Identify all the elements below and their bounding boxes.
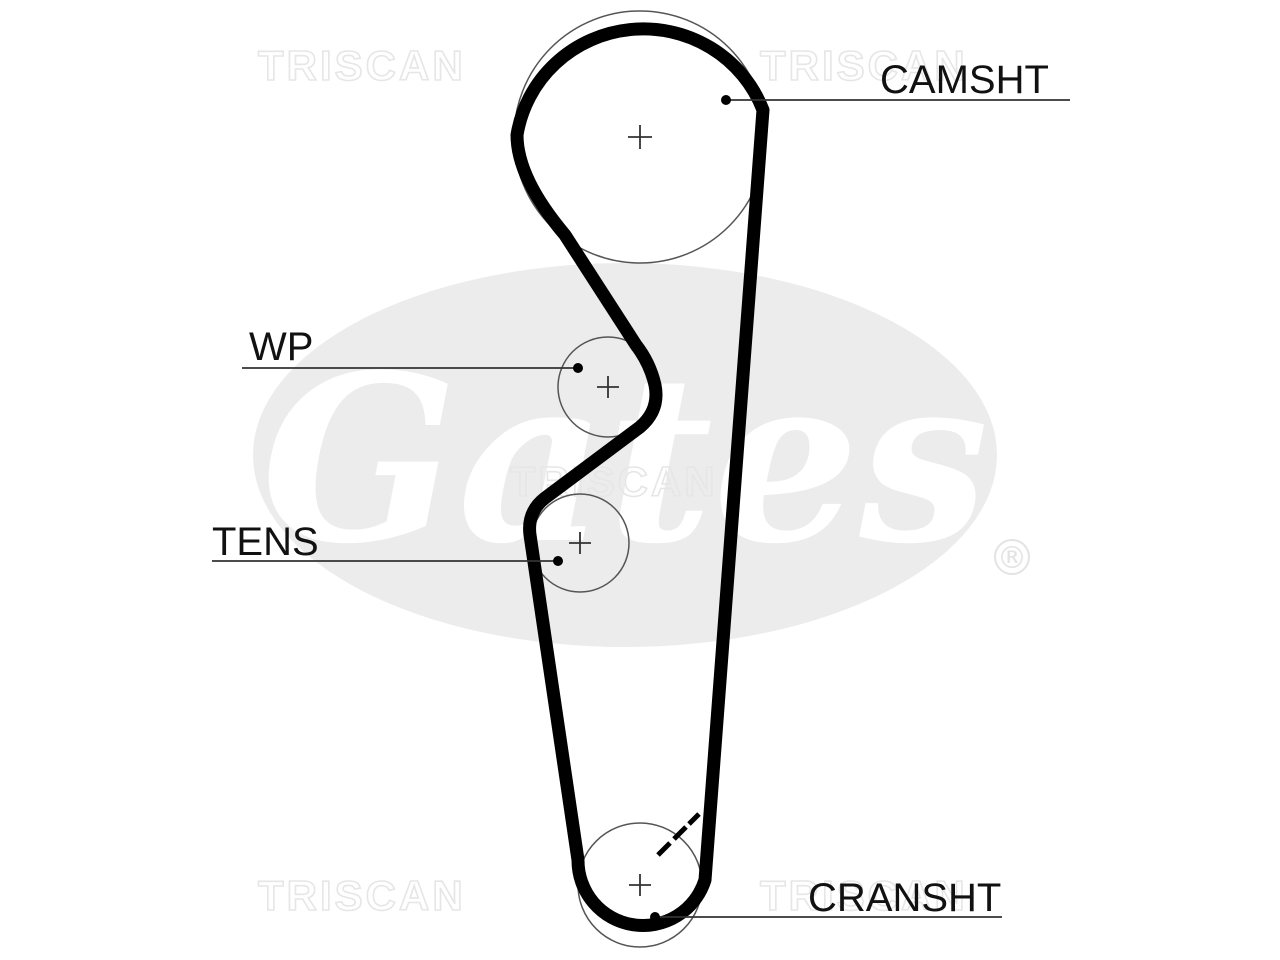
triscan-watermark-bottom-left: TRISCAN — [258, 872, 466, 919]
gates-logo-text: Gates — [261, 325, 989, 595]
triscan-watermark-bottom-right: TRISCAN — [760, 872, 968, 919]
tensioner-label: TENS — [212, 520, 319, 564]
registered-mark: ® — [997, 541, 1027, 576]
triscan-watermark-top-left: TRISCAN — [258, 42, 466, 89]
registered-mark-circle — [994, 539, 1030, 575]
triscan-watermark-top-right: TRISCAN — [760, 42, 968, 89]
gates-logo-oval — [253, 263, 997, 647]
water-pump-leader — [242, 363, 583, 373]
camshaft-label: CAMSHT — [880, 58, 1049, 102]
crankshaft-leader — [650, 912, 1002, 922]
crankshaft-timing-mark — [656, 812, 701, 857]
crankshaft-label: CRANSHT — [808, 876, 1001, 920]
water-pump-label: WP — [249, 325, 313, 369]
gates-logo-watermark: Gates ® — [253, 263, 1030, 647]
camshaft-leader — [721, 95, 1070, 105]
tensioner-leader — [212, 556, 563, 566]
timing-belt — [510, 22, 770, 932]
